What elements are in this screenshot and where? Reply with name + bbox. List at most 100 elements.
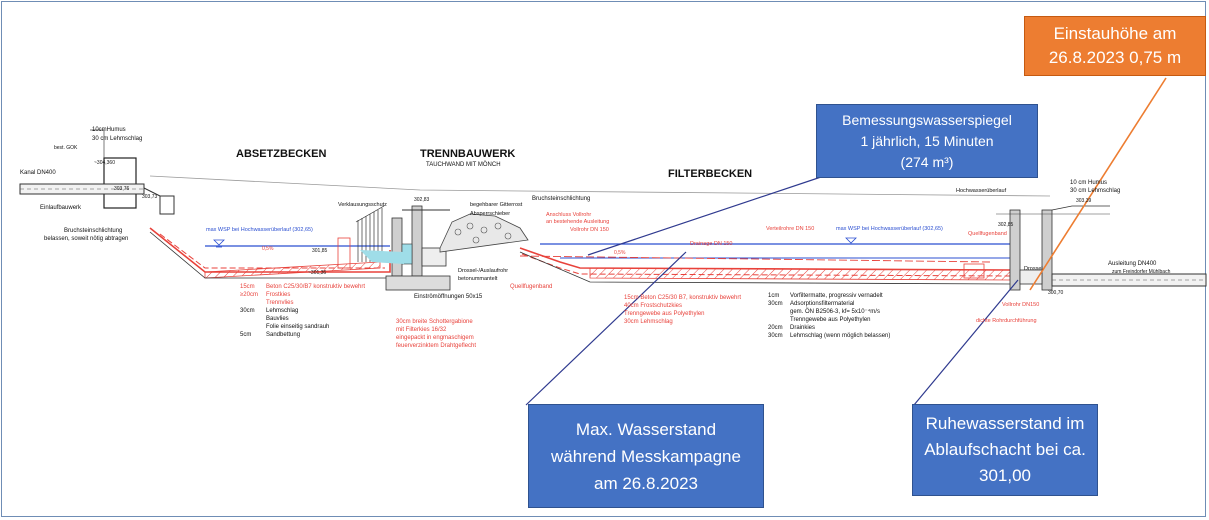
stone-rip-rap	[439, 213, 529, 253]
layer-text: Trenngewebe aus Polyethylen	[790, 317, 871, 323]
schotter-line: 30cm breite Schottergabione	[396, 319, 473, 325]
section-trennbauwerk: TRENNBAUWERK	[420, 148, 516, 160]
label-verklausung: Verklausungsschutz	[338, 202, 387, 208]
label-ausleitung-1: Ausleitung DN400	[1108, 261, 1157, 267]
inlet-structure	[19, 129, 175, 215]
schotter-legend: 30cm breite Schottergabione mit Filterki…	[396, 318, 476, 350]
schotter-line: mit Filterkies 16/32	[396, 327, 447, 333]
label-bruchstein-mid: Bruchsteinschlichtung	[532, 196, 591, 202]
callout-einstauhoehe: Einstauhöhe am 26.8.2023 0,75 m	[1024, 16, 1206, 76]
callout-max-line1: Max. Wasserstand	[575, 419, 717, 439]
layer-left-row: 15cm Beton C25/30/B7 konstruktiv bewehrt	[240, 283, 365, 291]
layer-text: Trennvlies	[266, 300, 294, 306]
filter-basin	[519, 237, 1018, 285]
callout-bemessung-line1: Bemessungswasserspiegel	[842, 111, 1012, 128]
callout-ruhe-line3: 301,00	[979, 466, 1031, 485]
label-drossel-r: Drossel	[1024, 266, 1043, 272]
layer-thickness: 30cm	[240, 308, 255, 314]
layer-thickness: 1cm	[768, 293, 780, 299]
layer-mid-row: Trenngewebe aus Polyethylen	[624, 311, 705, 317]
layer-text: Vorfiltermatte, progressiv vernadelt	[790, 293, 883, 299]
label-vollrohr-r: Vollrohr DN150	[1002, 302, 1040, 308]
label-elev-301-85: 301,85	[312, 248, 328, 254]
layer-text: Folie einseitig sandrauh	[266, 324, 330, 330]
layer-right-row: 20cm Drainkies	[768, 324, 890, 332]
outlet-shaft	[996, 205, 1207, 291]
label-einlauf: Einlaufbauwerk	[40, 205, 82, 211]
layer-left-row: Trennvlies	[240, 299, 365, 307]
label-bruchstein-left: Bruchsteinschlichtung	[64, 228, 123, 234]
layer-text: Sandbettung	[266, 332, 301, 338]
layer-text: gem. ÖN B2506-3, kf= 5x10⁻⁴m/s	[790, 309, 880, 315]
callout-max-line3: am 26.8.2023	[594, 473, 698, 493]
layer-left-row: 30cm Lehmschlag	[240, 307, 365, 315]
label-ausleitung-2: zum Freindorfer Mühlbach	[1112, 269, 1171, 275]
layer-text: Beton C25/30/B7 konstruktiv bewehrt	[266, 284, 366, 290]
layer-text: Drainkies	[790, 325, 816, 331]
layer-mid-row: 40cm Frostschutzkies	[624, 303, 683, 309]
label-quellfugen-mid: Quellfugenband	[510, 284, 553, 290]
schotter-line: feuerverzinktem Drahtgeflecht	[396, 343, 477, 349]
label-elev-303-39: 303,39	[1076, 198, 1092, 204]
layer-thickness: 30cm	[768, 301, 783, 307]
callout-einstau-line1: Einstauhöhe am	[1053, 24, 1177, 43]
label-elev-301-36: ~301,36	[308, 270, 327, 276]
callout-bemessungswasserspiegel: Bemessungswasserspiegel 1 jährlich, 15 M…	[816, 104, 1038, 178]
schotter-line: eingepackt in engmaschigem	[396, 335, 474, 341]
layer-text: Lehmschlag	[266, 308, 299, 314]
layer-right-row: 1cm Vorfiltermatte, progressiv vernadelt	[768, 292, 890, 300]
callout-ruhewasserstand: Ruhewasserstand im Ablaufschacht bei ca.…	[912, 404, 1098, 496]
callout-bemessung-line2: 1 jährlich, 15 Minuten	[860, 132, 994, 149]
section-filterbecken: FILTERBECKEN	[668, 168, 753, 180]
label-anschluss-2: an bestehende Ausleitung	[546, 219, 610, 225]
label-lehm-left: 30 cm Lehmschlag	[92, 136, 143, 142]
label-verteil: Verteilrohre DN 150	[766, 226, 815, 232]
label-elev-302-85: 302,85	[998, 222, 1014, 228]
label-absperr: Absperrschieber	[470, 211, 511, 217]
label-quellfugen-right: Quellfugenband	[968, 231, 1007, 237]
layer-mid-row: 15cm Beton C25/30 B7, konstruktiv bewehr…	[624, 295, 742, 301]
label-anschluss-1: Anschluss Vollrohr	[546, 212, 592, 218]
layer-left-row: Folie einseitig sandrauh	[240, 323, 365, 331]
label-wsp-right: max WSP bei Hochwasserüberlauf (302,65)	[836, 226, 943, 232]
layer-thickness: 20cm	[768, 325, 783, 331]
callout-bemessung-line3: (274 m³)	[900, 153, 954, 170]
label-rohrdurch: dichte Rohrdurchführung	[976, 318, 1037, 324]
layer-right-row: gem. ÖN B2506-3, kf= 5x10⁻⁴m/s	[768, 308, 890, 316]
section-trennbauwerk-sub: TAUCHWAND MIT MÖNCH	[426, 162, 501, 168]
label-elev-303-76: 303,76	[114, 186, 130, 192]
orange-leader	[1029, 77, 1167, 291]
label-slope-mid: 0,5%	[614, 250, 626, 256]
label-elev-304: ~304,360	[94, 160, 115, 166]
label-hochwasser: Hochwasserüberlauf	[956, 188, 1007, 194]
settling-basin	[149, 227, 391, 279]
layer-thickness: 30cm	[768, 333, 783, 339]
label-gitterrost: begehbarer Gitterrost	[470, 202, 523, 208]
label-humus-left: 10cmHumus	[92, 127, 126, 133]
layer-thickness: 15cm	[240, 284, 255, 290]
label-slope-left: 0,5%	[262, 246, 274, 252]
callout-max-wasserstand: Max. Wasserstand während Messkampagne am…	[528, 404, 764, 508]
label-best-gok: best. GOK	[54, 145, 78, 151]
label-humus-right: 10 cm Humus	[1070, 180, 1108, 186]
label-belassen: belassen, soweit nötig abtragen	[44, 236, 129, 242]
label-einstroem: Einströmöffnungen 50x15	[414, 294, 483, 300]
callout-einstau-line2: 26.8.2023 0,75 m	[1048, 48, 1182, 67]
label-drossel-1: Drossel-/Auslaufrohr	[458, 268, 509, 274]
label-wsp-left: max WSP bei Hochwasserüberlauf (302,65)	[206, 227, 313, 233]
layer-text: Lehmschlag (wenn möglich belassen)	[790, 333, 891, 339]
callout-leaders	[525, 175, 1019, 406]
existing-ground-line	[149, 175, 1051, 197]
callout-max-line2: während Messkampagne	[551, 446, 741, 466]
layer-left-row: Bauvlies	[240, 315, 365, 323]
layer-mid-row: 30cm Lehmschlag	[624, 319, 673, 325]
separation-structure	[360, 205, 451, 291]
label-drossel-2: betonummantelt	[458, 276, 498, 282]
layer-text: Frostkies	[266, 292, 291, 298]
